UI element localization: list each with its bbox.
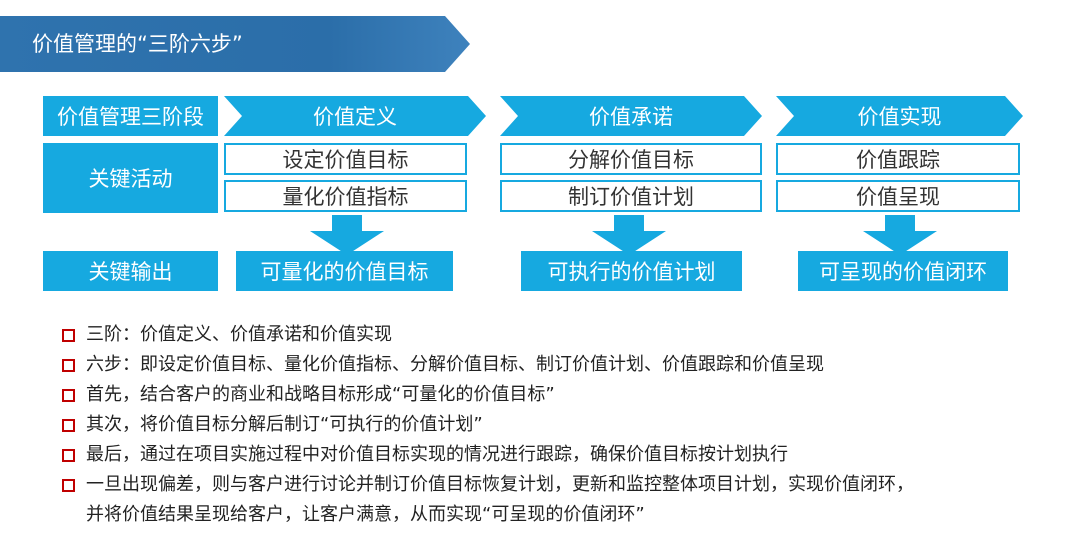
stage-name: 价值定义 — [313, 105, 397, 129]
stage-chevron-realization: 价值实现 — [776, 96, 1023, 136]
square-bullet-icon — [62, 449, 75, 462]
square-bullet-icon — [62, 329, 75, 342]
down-arrow-icon — [863, 215, 937, 255]
stage-name: 价值承诺 — [589, 105, 673, 129]
activity-box: 制订价值计划 — [500, 180, 762, 212]
stage-chevron-commitment: 价值承诺 — [500, 96, 762, 136]
output-box: 可量化的价值目标 — [236, 251, 453, 291]
bullet-list: 三阶：价值定义、价值承诺和价值实现 六步：即设定价值目标、量化价值指标、分解价值… — [60, 320, 914, 530]
stage-name: 价值实现 — [857, 105, 942, 129]
square-bullet-icon — [62, 359, 75, 372]
stage-chevron-definition: 价值定义 — [224, 96, 486, 136]
square-bullet-icon — [62, 389, 75, 402]
page-title: 价值管理的“三阶六步” — [32, 32, 243, 56]
down-arrow-icon — [310, 215, 384, 255]
row-label-activities: 关键活动 — [43, 143, 218, 213]
activity-box: 价值跟踪 — [776, 143, 1020, 175]
list-item: 首先，结合客户的商业和战略目标形成“可量化的价值目标” — [60, 380, 914, 410]
output-box: 可执行的价值计划 — [521, 251, 742, 291]
activity-box: 价值呈现 — [776, 180, 1020, 212]
list-item: 三阶：价值定义、价值承诺和价值实现 — [60, 320, 914, 350]
list-item: 其次，将价值目标分解后制订“可执行的价值计划” — [60, 410, 914, 440]
down-arrow-icon — [592, 215, 666, 255]
activity-box: 量化价值指标 — [224, 180, 467, 212]
list-item: 一旦出现偏差，则与客户进行讨论并制订价值目标恢复计划，更新和监控整体项目计划，实… — [60, 470, 914, 530]
row-label-outputs: 关键输出 — [43, 251, 218, 291]
output-box: 可呈现的价值闭环 — [798, 251, 1008, 291]
square-bullet-icon — [62, 479, 75, 492]
list-item: 六步：即设定价值目标、量化价值指标、分解价值目标、制订价值计划、价值跟踪和价值呈… — [60, 350, 914, 380]
list-item: 最后，通过在项目实施过程中对价值目标实现的情况进行跟踪，确保价值目标按计划执行 — [60, 440, 914, 470]
square-bullet-icon — [62, 419, 75, 432]
activity-box: 设定价值目标 — [224, 143, 467, 175]
title-banner: 价值管理的“三阶六步” — [0, 16, 470, 72]
row-label-stage: 价值管理三阶段 — [43, 96, 218, 136]
activity-box: 分解价值目标 — [500, 143, 762, 175]
